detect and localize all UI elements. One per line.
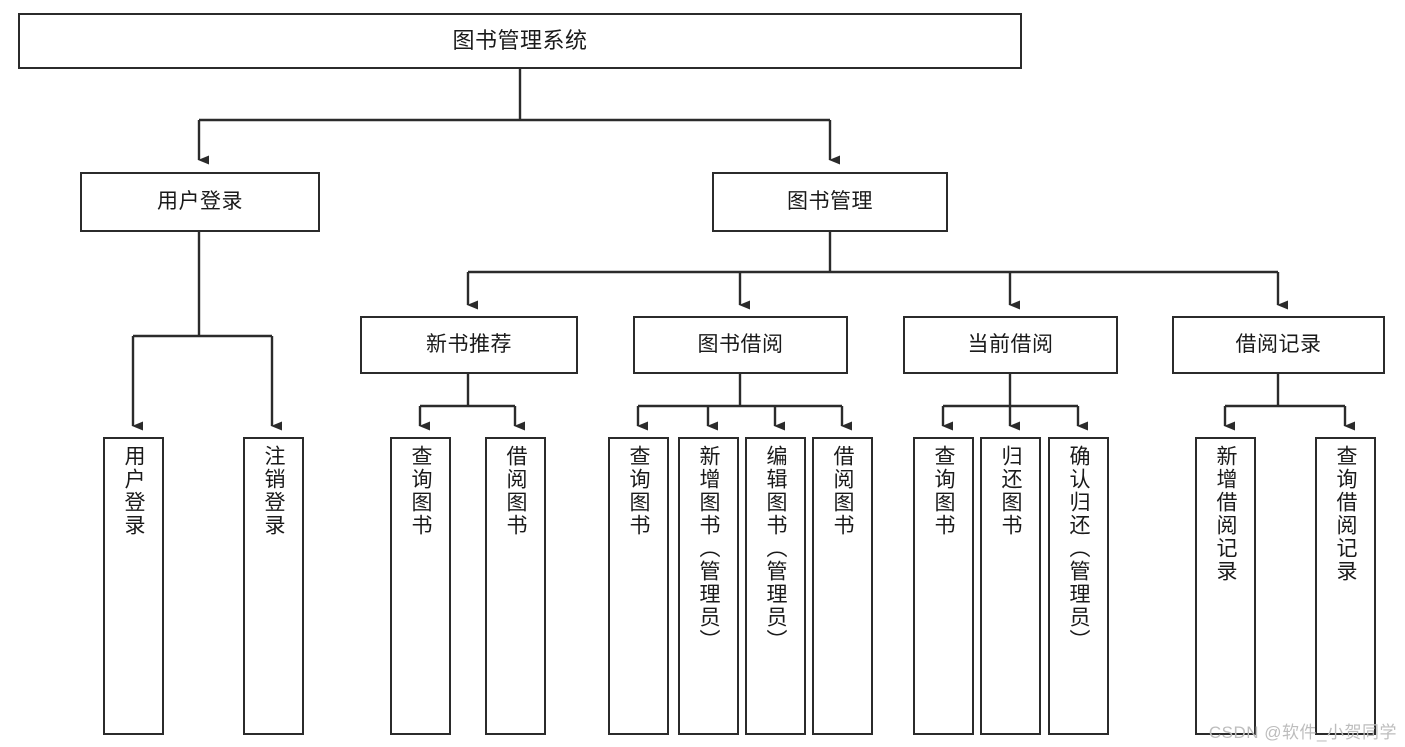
node-leaf-query-book-borrow[interactable]: 查询图书: [608, 437, 669, 735]
node-label: 当前借阅: [967, 332, 1054, 356]
node-user-login[interactable]: 用户登录: [80, 172, 320, 232]
watermark: CSDN @软件_小贺同学: [1208, 723, 1397, 742]
node-label: 新增借阅记录: [1214, 445, 1238, 583]
node-leaf-add-book-admin[interactable]: 新增图书（管理员）: [678, 437, 739, 735]
node-label: 借阅记录: [1235, 332, 1322, 356]
node-leaf-borrow-book[interactable]: 借阅图书: [812, 437, 873, 735]
node-label: 借阅图书: [504, 445, 528, 537]
node-current-borrow[interactable]: 当前借阅: [903, 316, 1118, 374]
node-label: 新书推荐: [426, 332, 512, 356]
node-label: 注销登录: [262, 445, 286, 537]
node-label: 编辑图书（管理员）: [764, 445, 788, 652]
node-leaf-confirm-return-admin[interactable]: 确认归还（管理员）: [1048, 437, 1109, 735]
node-label: 确认归还（管理员）: [1067, 445, 1091, 652]
node-book-management[interactable]: 图书管理: [712, 172, 948, 232]
node-label: 查询图书: [932, 445, 956, 537]
node-leaf-user-login[interactable]: 用户登录: [103, 437, 164, 735]
node-label: 图书管理系统: [452, 28, 588, 54]
node-label: 归还图书: [999, 445, 1023, 537]
node-leaf-query-book-newbook[interactable]: 查询图书: [390, 437, 451, 735]
node-label: 用户登录: [122, 445, 146, 537]
node-leaf-query-book-current[interactable]: 查询图书: [913, 437, 974, 735]
node-leaf-add-borrow-record[interactable]: 新增借阅记录: [1195, 437, 1256, 735]
node-label: 图书管理: [787, 189, 873, 213]
node-leaf-edit-book-admin[interactable]: 编辑图书（管理员）: [745, 437, 806, 735]
node-label: 用户登录: [157, 189, 243, 213]
node-label: 查询借阅记录: [1334, 445, 1358, 583]
node-leaf-query-borrow-record[interactable]: 查询借阅记录: [1315, 437, 1376, 735]
node-leaf-borrow-book-newbook[interactable]: 借阅图书: [485, 437, 546, 735]
node-book-borrow[interactable]: 图书借阅: [633, 316, 848, 374]
node-label: 新增图书（管理员）: [697, 445, 721, 652]
node-new-book-recommendation[interactable]: 新书推荐: [360, 316, 578, 374]
node-label: 图书借阅: [697, 332, 784, 356]
node-label: 查询图书: [627, 445, 651, 537]
node-root-book-management-system[interactable]: 图书管理系统: [18, 13, 1022, 69]
node-leaf-return-book[interactable]: 归还图书: [980, 437, 1041, 735]
node-leaf-logout[interactable]: 注销登录: [243, 437, 304, 735]
node-borrow-record[interactable]: 借阅记录: [1172, 316, 1385, 374]
node-label: 借阅图书: [831, 445, 855, 537]
node-label: 查询图书: [409, 445, 433, 537]
